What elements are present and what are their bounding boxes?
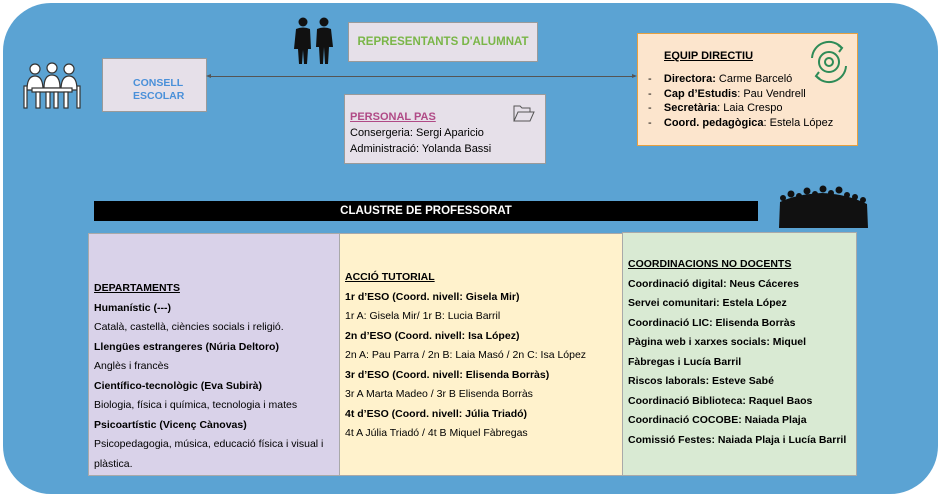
coordinacions-title: COORDINACIONS NO DOCENTS <box>628 258 792 270</box>
coord-line: Fàbregas i Lucía Barril <box>628 355 742 368</box>
tutorial-desc: 4t A Júlia Triadó / 4t B Miquel Fàbregas <box>345 427 528 439</box>
tutorial-desc: 1r A: Gisela Mir/ 1r B: Lucia Barril <box>345 310 501 322</box>
dept-desc: Anglès i francès <box>94 360 169 372</box>
tutorial-desc: 2n A: Pau Parra / 2n B: Laia Masó / 2n C… <box>345 349 587 361</box>
arrow-head-right <box>632 74 637 78</box>
departaments-title: DEPARTAMENTS <box>94 282 180 294</box>
tutorial-head: 3r d’ESO (Coord. nivell: Elisenda Borràs… <box>345 368 550 381</box>
pas-line: Administració: Yolanda Bassi <box>350 143 492 155</box>
crowd-icon <box>779 185 868 228</box>
equip-item: - Coord. pedagògica: Estela López <box>648 116 834 129</box>
folder-icon <box>513 105 535 122</box>
coord-line: Comissió Festes: Naiada Plaja i Lucía Ba… <box>628 433 847 446</box>
equip-item: - Secretària: Laia Crespo <box>648 102 783 114</box>
pas-line: Consergeria: Sergi Aparicio <box>350 127 484 139</box>
tutorial-head: 2n d’ESO (Coord. nivell: Isa López) <box>345 329 520 342</box>
coord-line: Servei comunitari: Estela López <box>628 297 787 309</box>
arrow-head-left <box>206 74 211 78</box>
departaments-column: DEPARTAMENTS Humanístic (---) Català, ca… <box>88 233 340 476</box>
meeting-table-icon <box>23 62 81 109</box>
representants-label: REPRESENTANTS D'ALUMNAT <box>357 36 529 48</box>
coord-line: Riscos laborals: Esteve Sabé <box>628 375 774 387</box>
role: Cap d’Estudis <box>663 87 738 100</box>
coord-line: Coordinació COCOBE: Naiada Plaja <box>628 414 807 426</box>
pas-title: PERSONAL PAS <box>350 111 436 123</box>
coord-line: Coordinació LIC: Elisenda Borràs <box>628 316 796 329</box>
dept-head: Psicoartístic (Vicenç Cànovas) <box>94 418 247 431</box>
tutorial-desc: 3r A Marta Madeo / 3r B Elisenda Borràs <box>345 388 533 400</box>
claustre-label: CLAUSTRE DE PROFESSORAT <box>340 205 512 217</box>
tutorial-column: ACCIÓ TUTORIAL 1r d’ESO (Coord. nivell: … <box>339 233 623 476</box>
dept-head: Humanístic (---) <box>94 301 171 314</box>
dept-desc: Psicopedagogia, música, educació física … <box>94 438 324 450</box>
tutorial-head: 1r d’ESO (Coord. nivell: Gisela Mir) <box>345 290 520 303</box>
dept-head: Científico-tecnològic (Eva Subirà) <box>94 379 263 392</box>
equip-item: - Directora: Carme Barceló <box>648 73 793 85</box>
role: Coord. pedagògica <box>663 116 764 129</box>
equip-title: EQUIP DIRECTIU <box>664 50 754 62</box>
dept-desc: plàstica. <box>94 457 133 470</box>
representants-box: REPRESENTANTS D'ALUMNAT <box>348 22 538 62</box>
name: Carme Barceló <box>715 73 793 85</box>
consell-label-1: CONSELL <box>133 77 184 89</box>
tutorial-title: ACCIÓ TUTORIAL <box>345 271 435 283</box>
role: Secretària <box>663 102 718 114</box>
gear-cycle-icon <box>811 40 847 84</box>
consell-escolar-box: CONSELL ESCOLAR <box>102 58 207 112</box>
coordinacions-column: COORDINACIONS NO DOCENTS Coordinació dig… <box>622 232 857 476</box>
dept-desc: Biologia, física i química, tecnologia i… <box>94 399 298 411</box>
equip-item: - Cap d’Estudis: Pau Vendrell <box>648 87 806 100</box>
dept-head: Llengües estrangeres (Núria Deltoro) <box>94 340 279 353</box>
connector-arrow <box>210 76 635 77</box>
consell-label-2: ESCOLAR <box>133 90 185 102</box>
personal-pas-box: PERSONAL PAS Consergeria: Sergi Aparicio… <box>344 94 546 164</box>
coord-line: Coordinació Biblioteca: Raquel Baos <box>628 394 813 407</box>
students-icon <box>294 17 333 64</box>
name: : Laia Crespo <box>717 102 783 114</box>
tutorial-head: 4t d’ESO (Coord. nivell: Júlia Triadó) <box>345 407 528 420</box>
equip-directiu-box: EQUIP DIRECTIU - Directora: Carme Barcel… <box>637 33 858 146</box>
dept-desc: Català, castellà, ciències socials i rel… <box>94 321 284 333</box>
coord-line: Pàgina web i xarxes socials: Miquel <box>628 336 806 348</box>
coord-line: Coordinació digital: Neus Cáceres <box>628 277 799 290</box>
claustre-bar: CLAUSTRE DE PROFESSORAT <box>94 201 758 221</box>
role: Directora: <box>663 73 716 85</box>
name: : Pau Vendrell <box>737 87 806 100</box>
name: : Estela López <box>763 116 834 129</box>
